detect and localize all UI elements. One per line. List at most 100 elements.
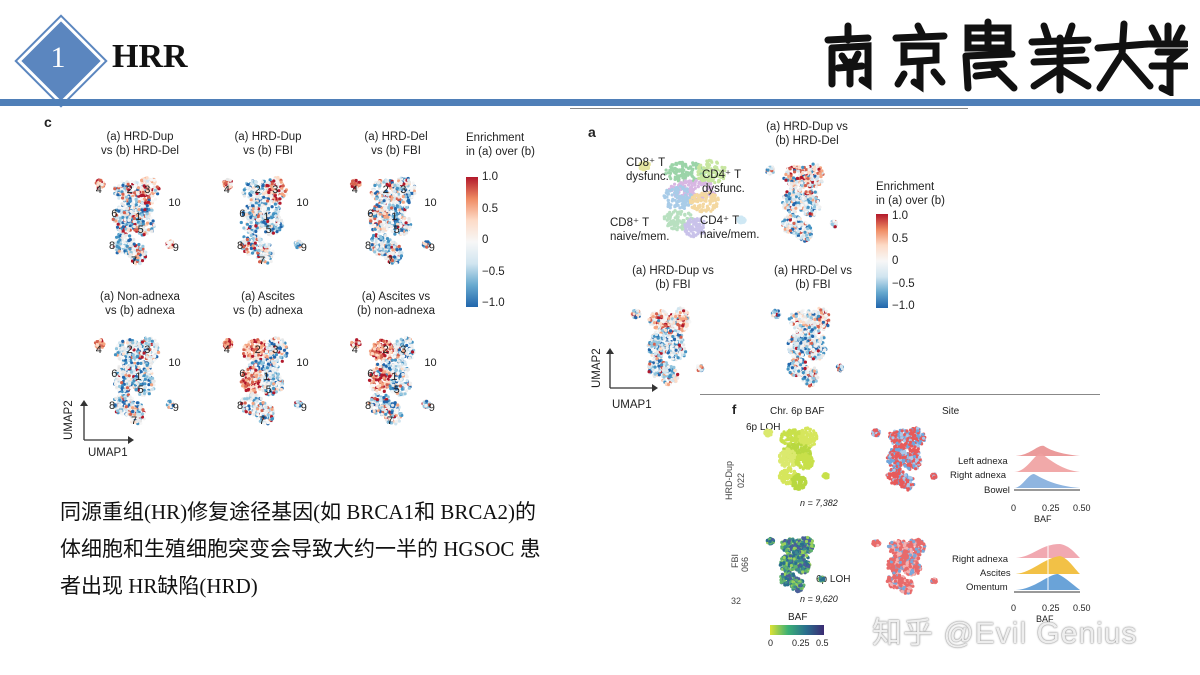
body-line-3: 者出现 HR缺陷(HRD) [60, 574, 258, 598]
baf-tick: 0.50 [1073, 603, 1091, 613]
enrichment-colorbar-a [876, 214, 888, 308]
umap-plot-a [765, 162, 838, 243]
panel-a-letter: a [588, 124, 596, 140]
plot-subtitle-c: vs (b) adnexa [233, 305, 303, 317]
baf-tick: 0 [1011, 603, 1017, 613]
plot-subtitle-a: (b) FBI [655, 279, 691, 291]
axis-umap1: UMAP1 [88, 447, 128, 459]
cell-type-label: naive/mem. [700, 229, 760, 241]
plot-subtitle-a: (b) FBI [795, 279, 831, 291]
cluster-label: 8 [237, 239, 244, 252]
umap-plot-a [770, 306, 845, 388]
cluster-label: 5 [393, 383, 400, 396]
cluster-label: 4 [223, 343, 230, 356]
cluster-label: 5 [137, 383, 144, 396]
site-label: Bowel [984, 485, 1010, 496]
umap-plot-c [222, 336, 303, 426]
body-paragraph: 同源重组(HR)修复途径基因(如 BRCA1和 BRCA2)的 体细胞和生殖细胞… [60, 494, 660, 605]
cbar-tick: 0 [768, 638, 774, 648]
colorbar-tick: −1.0 [892, 300, 915, 312]
cluster-label: 5 [265, 383, 272, 396]
f-row2-side-id: 066 [740, 556, 750, 572]
umap-site-1 [871, 426, 938, 492]
cluster-label: 4 [95, 183, 102, 196]
cluster-label: 7 [131, 255, 138, 268]
cell-type-label: dysfunc. [626, 171, 669, 183]
cluster-label: 6 [367, 368, 374, 381]
plot-title-c: (a) HRD-Dup [106, 131, 174, 143]
umap-axis-arrows [80, 400, 134, 444]
cbar-tick: 0.5 [816, 638, 829, 648]
cluster-label: 9 [300, 401, 307, 414]
cell-type-label: CD4⁺ T [700, 215, 740, 227]
cluster-label: 8 [237, 399, 244, 412]
cluster-label: 1 [135, 370, 142, 383]
cluster-label: 3 [400, 183, 407, 196]
body-line-1: 同源重组(HR)修复途径基因(如 BRCA1和 BRCA2)的 [60, 500, 537, 524]
plot-subtitle-c: (b) non-adnexa [357, 305, 435, 317]
cluster-label: 6 [111, 368, 118, 381]
f-row1-side: HRD-Dup [724, 461, 734, 500]
cell-type-label: CD8⁺ T [626, 157, 666, 169]
panel-f-letter: f [732, 402, 737, 417]
cluster-label: 3 [144, 183, 151, 196]
f-baf-colorbar [770, 625, 824, 635]
plot-title-a: (a) HRD-Dup vs [766, 121, 848, 133]
cluster-label: 9 [428, 241, 435, 254]
panel-c-letter: c [44, 114, 52, 130]
university-logo [818, 18, 1190, 98]
cluster-label: 3 [400, 343, 407, 356]
legend-title-line2: in (a) over (b) [466, 146, 536, 158]
cluster-label: 10 [424, 197, 437, 210]
plot-title-a: (a) HRD-Dup vs [632, 265, 714, 277]
umap-plot-a [630, 306, 705, 388]
axis-umap1-a: UMAP1 [612, 399, 652, 411]
colorbar-tick: 0 [892, 255, 899, 267]
cluster-label: 9 [428, 401, 435, 414]
plot-title-a: (a) HRD-Del vs [774, 265, 852, 277]
colorbar-tick: −1.0 [482, 297, 505, 309]
plot-title-c: (a) Ascites vs [361, 291, 431, 303]
colorbar-tick: −0.5 [482, 265, 505, 278]
cluster-label: 6 [367, 208, 374, 221]
enrichment-colorbar [466, 177, 478, 307]
f-baf-label-2: BAF [1036, 614, 1054, 624]
colorbar-tick: 0.5 [892, 232, 908, 245]
f-loh-label-1: 6p LOH [746, 422, 781, 433]
watermark: 知乎 @Evil Genius [872, 617, 1138, 650]
legend-title-line1: Enrichment [876, 181, 935, 193]
cluster-label: 4 [351, 183, 358, 196]
cluster-label: 6 [111, 208, 118, 221]
baf-tick: 0.25 [1042, 503, 1060, 513]
cluster-label: 10 [424, 357, 437, 370]
plot-subtitle-a: (b) HRD-Del [775, 135, 839, 147]
cluster-label: 4 [351, 343, 358, 356]
cluster-label: 8 [109, 239, 116, 252]
cluster-label: 7 [131, 415, 138, 428]
axis-umap2-a: UMAP2 [591, 348, 603, 388]
plot-title-c: (a) Non-adnexa [100, 291, 180, 303]
umap-plot-c [350, 335, 431, 426]
cell-type-label: CD4⁺ T [702, 169, 742, 181]
site-label: Right adnexa [952, 554, 1008, 565]
divider-line [700, 394, 1100, 395]
cluster-label: 7 [387, 415, 394, 428]
baf-tick: 0.50 [1073, 503, 1091, 513]
cluster-label: 2 [382, 183, 389, 196]
umap-site-2 [871, 537, 938, 595]
umap-baf-1 [763, 426, 830, 491]
plot-subtitle-c: vs (b) adnexa [105, 305, 175, 317]
cbar-tick: 0.25 [792, 638, 810, 648]
cluster-label: 2 [254, 343, 261, 356]
cluster-label: 10 [296, 357, 309, 370]
body-line-2: 体细胞和生殖细胞突变会导致大约一半的 HGSOC 患 [60, 537, 541, 561]
cluster-label: 4 [95, 343, 102, 356]
colorbar-tick: 0 [482, 234, 489, 246]
enrichment-legend-title-a: Enrichment in (a) over (b) [876, 180, 945, 208]
umap-plot-c [94, 176, 175, 266]
f-n2: n = 9,620 [800, 594, 838, 604]
plot-title-c: (a) HRD-Dup [234, 131, 302, 143]
umap-plot-c [93, 336, 175, 426]
cluster-label: 2 [382, 343, 389, 356]
f-n1: n = 7,382 [800, 498, 838, 508]
